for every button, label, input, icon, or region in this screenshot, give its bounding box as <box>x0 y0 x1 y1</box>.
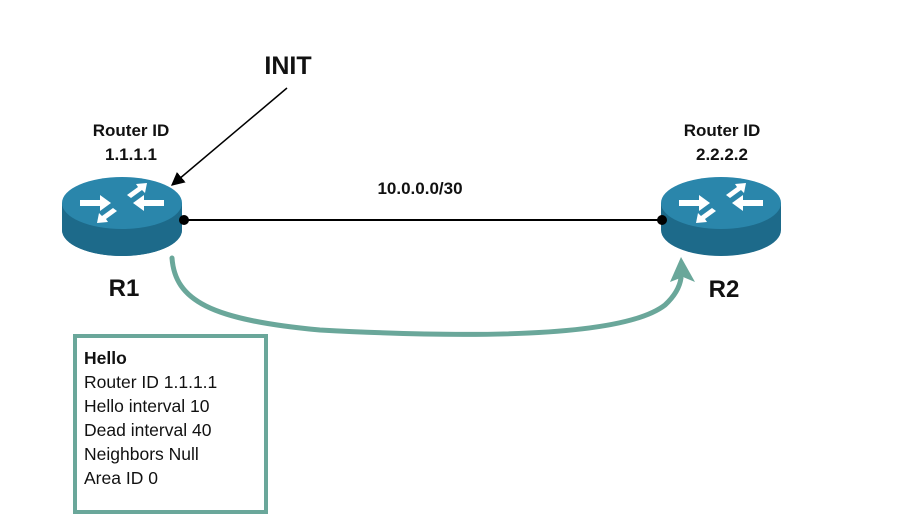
hello-path-arrow-icon <box>169 255 684 337</box>
r1-interface-dot <box>179 215 189 225</box>
r1-router-id-value: 1.1.1.1 <box>105 145 157 164</box>
router-r2-icon <box>661 177 781 256</box>
r2-name-label: R2 <box>708 276 740 303</box>
hello-packet-area-id: Area ID 0 <box>84 468 158 488</box>
link-subnet-label: 10.0.0.0/30 <box>377 179 463 198</box>
hello-packet-box: Hello Router ID 1.1.1.1 Hello interval 1… <box>73 334 268 514</box>
r2-router-id-label: Router ID <box>683 121 761 140</box>
r1-router-id-label: Router ID <box>92 121 170 140</box>
hello-packet-title: Hello <box>84 348 127 368</box>
annotation-arrow-icon <box>170 87 288 186</box>
hello-path-arrowhead-icon <box>670 257 695 282</box>
router-r1-icon <box>62 177 182 256</box>
hello-packet-neighbors: Neighbors Null <box>84 444 199 464</box>
r2-interface-dot <box>657 215 667 225</box>
r2-router-id-value: 2.2.2.2 <box>696 145 748 164</box>
state-label: INIT <box>264 52 312 80</box>
r1-name-label: R1 <box>108 275 140 302</box>
hello-packet-hello-interval: Hello interval 10 <box>84 396 210 416</box>
hello-packet-router-id: Router ID 1.1.1.1 <box>84 372 218 392</box>
hello-packet-dead-interval: Dead interval 40 <box>84 420 212 440</box>
